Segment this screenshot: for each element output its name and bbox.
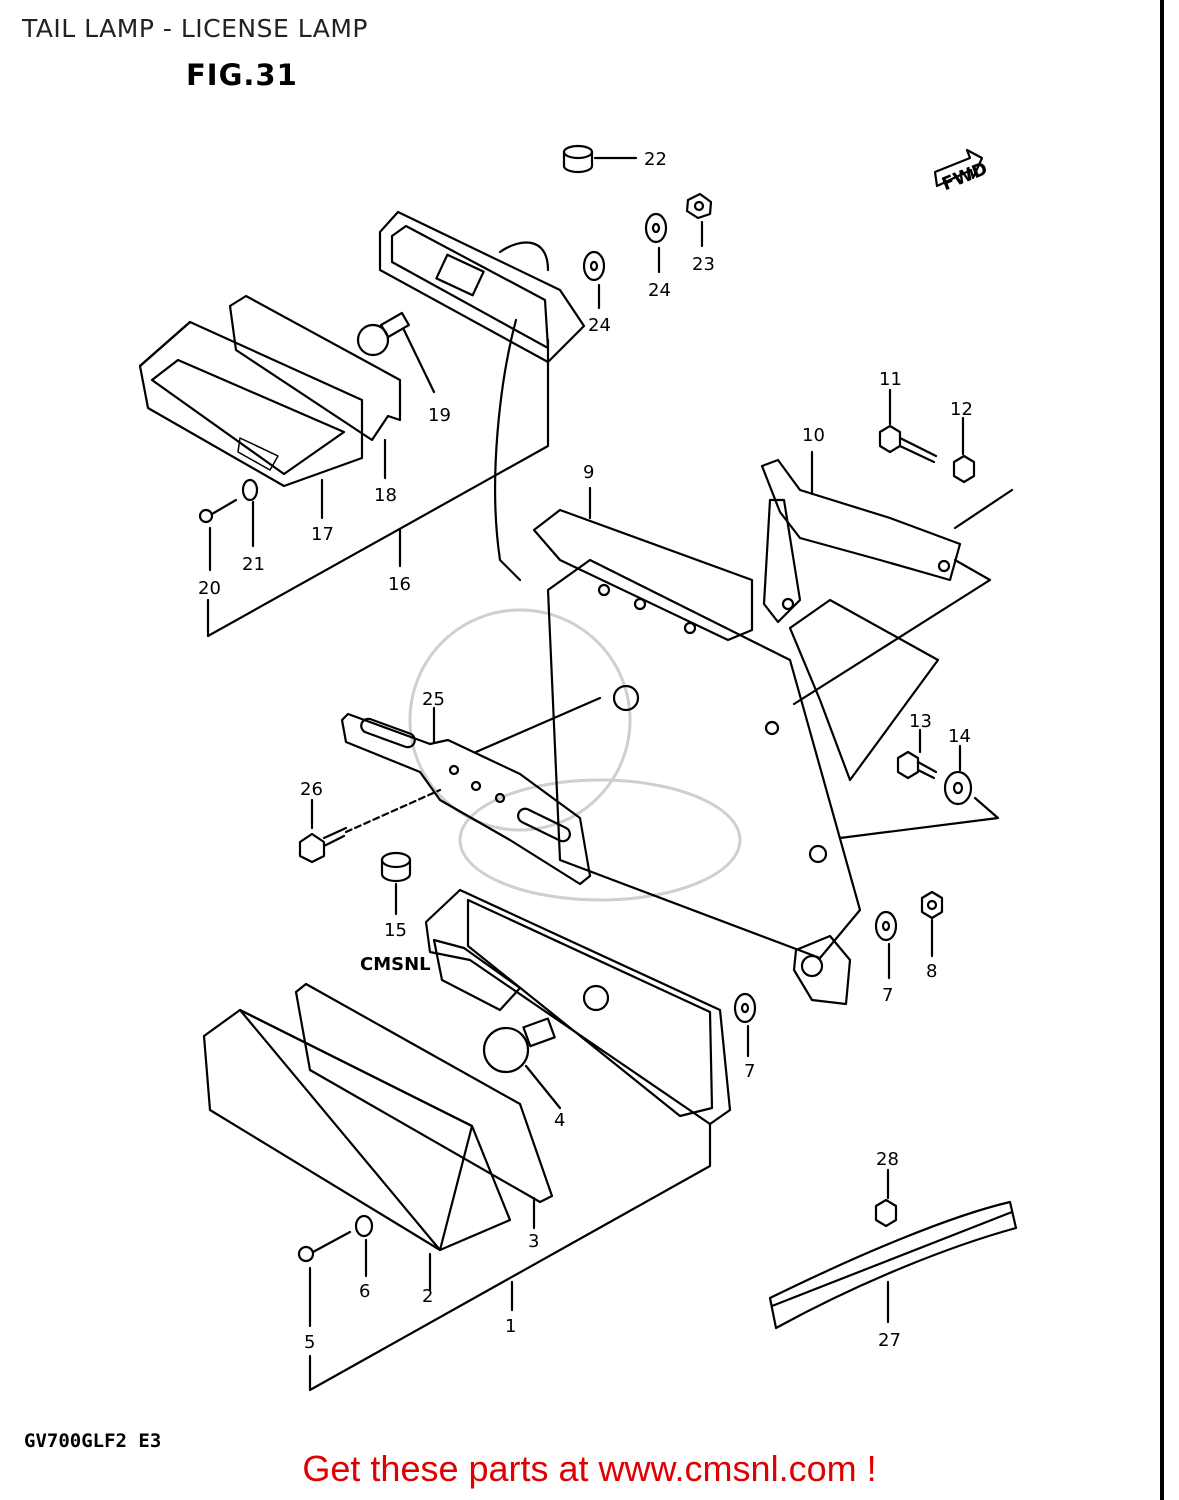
license-plate-25[interactable] xyxy=(340,712,592,886)
stay-10[interactable] xyxy=(760,458,962,782)
cta-link[interactable]: Get these parts at www.cmsnl.com ! xyxy=(302,1448,877,1489)
page-border xyxy=(1160,0,1164,1500)
part-label-20[interactable]: 20 xyxy=(198,578,221,599)
bulb-4[interactable] xyxy=(482,1017,556,1074)
fwd-arrow-icon xyxy=(933,148,984,188)
part-label-1[interactable]: 1 xyxy=(505,1316,516,1337)
part-label-4[interactable]: 4 xyxy=(554,1110,565,1131)
figure-number: FIG.31 xyxy=(186,58,298,92)
tail-lamp-housing[interactable] xyxy=(424,888,732,1126)
part-label-26[interactable]: 26 xyxy=(300,779,323,800)
tail-lamp-lens-17[interactable] xyxy=(138,320,364,488)
bolt-26[interactable] xyxy=(298,826,348,864)
washer-7-b[interactable] xyxy=(733,992,757,1024)
nut-8[interactable] xyxy=(920,890,944,920)
part-label-27[interactable]: 27 xyxy=(878,1330,901,1351)
nut-23[interactable] xyxy=(685,192,713,220)
part-label-24[interactable]: 24 xyxy=(588,315,611,336)
part-label-5[interactable]: 5 xyxy=(304,1332,315,1353)
part-label-18[interactable]: 18 xyxy=(374,485,397,506)
tail-lamp-base-16[interactable] xyxy=(378,210,586,582)
washer-6[interactable] xyxy=(354,1214,374,1238)
part-label-28[interactable]: 28 xyxy=(876,1149,899,1170)
washer-21[interactable] xyxy=(241,478,259,502)
cap-15[interactable] xyxy=(380,851,412,883)
part-label-23[interactable]: 23 xyxy=(692,254,715,275)
part-label-21[interactable]: 21 xyxy=(242,554,265,575)
part-label-14[interactable]: 14 xyxy=(948,726,971,747)
nut-12[interactable] xyxy=(952,454,976,484)
part-label-6[interactable]: 6 xyxy=(359,1281,370,1302)
bolt-13[interactable] xyxy=(896,750,938,780)
screw-20[interactable] xyxy=(198,498,238,524)
watermark-text: CMSNL xyxy=(360,954,431,975)
bolt-11[interactable] xyxy=(878,424,938,464)
gasket-18[interactable] xyxy=(228,294,402,442)
gasket-3[interactable] xyxy=(294,982,554,1204)
screw-5[interactable] xyxy=(297,1230,352,1263)
part-label-7[interactable]: 7 xyxy=(882,985,893,1006)
watermark-logo xyxy=(408,608,742,902)
part-label-24[interactable]: 24 xyxy=(648,280,671,301)
part-label-7[interactable]: 7 xyxy=(744,1061,755,1082)
model-code: GV700GLF2 E3 xyxy=(24,1430,162,1452)
part-label-13[interactable]: 13 xyxy=(909,711,932,732)
part-label-25[interactable]: 25 xyxy=(422,689,445,710)
washer-24-a[interactable] xyxy=(582,250,606,282)
part-label-12[interactable]: 12 xyxy=(950,399,973,420)
grommet-22[interactable] xyxy=(562,144,594,174)
part-label-16[interactable]: 16 xyxy=(388,574,411,595)
part-label-9[interactable]: 9 xyxy=(583,462,594,483)
part-label-10[interactable]: 10 xyxy=(802,425,825,446)
part-label-3[interactable]: 3 xyxy=(528,1231,539,1252)
tail-lamp-lens-2[interactable] xyxy=(202,1008,512,1252)
part-label-2[interactable]: 2 xyxy=(422,1286,433,1307)
part-label-11[interactable]: 11 xyxy=(879,369,902,390)
page-title: TAIL LAMP - LICENSE LAMP xyxy=(22,14,368,43)
reflector-27[interactable] xyxy=(768,1200,1018,1330)
washer-14[interactable] xyxy=(943,770,973,806)
nut-28[interactable] xyxy=(874,1198,898,1228)
part-label-8[interactable]: 8 xyxy=(926,961,937,982)
bulb-19[interactable] xyxy=(356,311,410,357)
part-label-22[interactable]: 22 xyxy=(644,149,667,170)
washer-7-a[interactable] xyxy=(874,910,898,942)
part-label-19[interactable]: 19 xyxy=(428,405,451,426)
washer-24-b[interactable] xyxy=(644,212,668,244)
part-label-17[interactable]: 17 xyxy=(311,524,334,545)
license-bracket-9[interactable] xyxy=(532,508,862,1006)
part-label-15[interactable]: 15 xyxy=(384,920,407,941)
